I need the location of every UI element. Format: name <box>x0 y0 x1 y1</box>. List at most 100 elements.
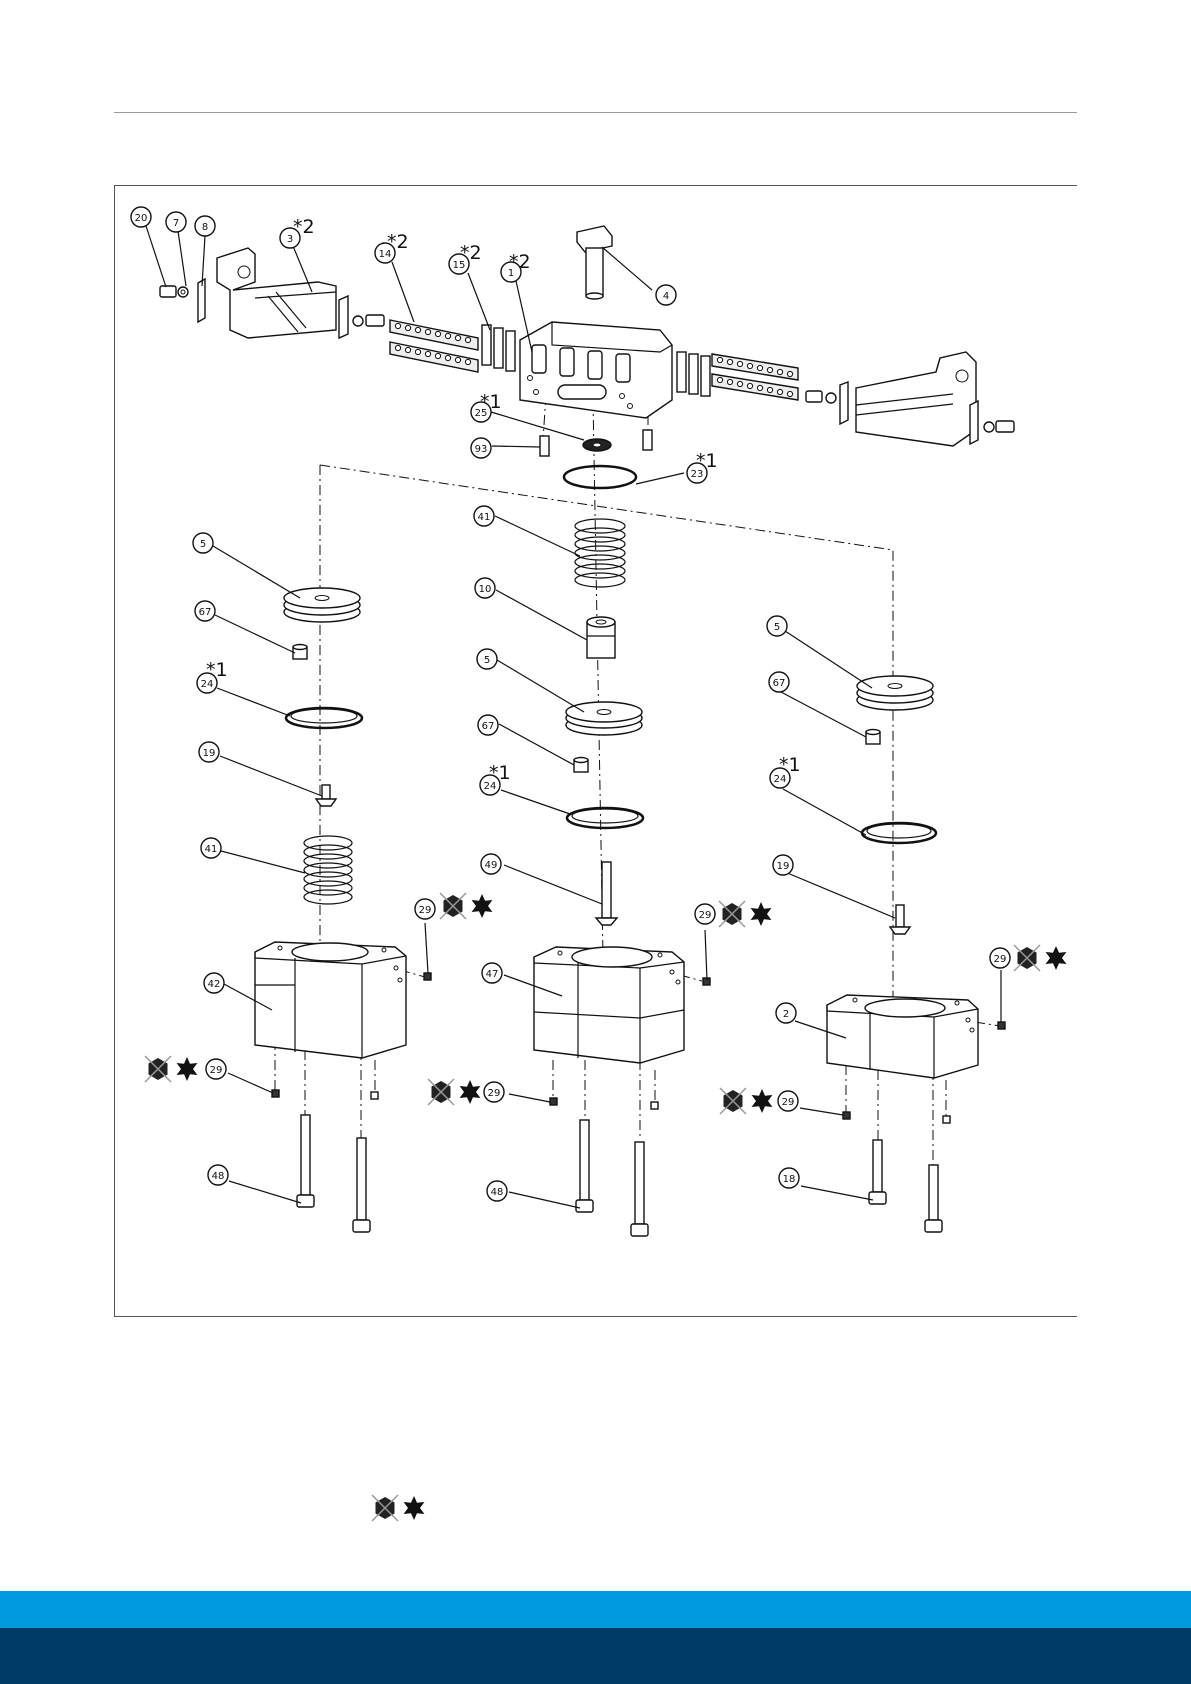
note-star1-seal: *1 <box>480 391 502 413</box>
note-star2-pins: *2 <box>460 242 482 264</box>
piston-rod-4 <box>577 226 612 299</box>
balloon-18: 18 <box>779 1168 799 1188</box>
svg-text:67: 67 <box>482 721 495 732</box>
svg-text:20: 20 <box>135 213 148 224</box>
balloon-41-left: 41 <box>201 838 221 858</box>
hex-wrench-icon <box>145 1056 171 1082</box>
cylinder-body-2 <box>827 995 978 1078</box>
balloon-19-left: 19 <box>199 742 219 762</box>
balloon-93: 93 <box>471 438 491 458</box>
balloon-48-center: 48 <box>487 1181 507 1201</box>
torx-icon <box>1046 946 1067 970</box>
left-gripper-inserts <box>390 320 478 372</box>
screws-48-left <box>297 1115 370 1232</box>
balloon-41-center: 41 <box>474 506 494 526</box>
svg-text:67: 67 <box>199 607 212 618</box>
svg-text:5: 5 <box>200 539 206 550</box>
o-ring-24-right <box>862 823 936 843</box>
svg-text:93: 93 <box>475 444 488 455</box>
cylinder-body-42 <box>255 942 406 1058</box>
spring-41-left <box>304 836 352 904</box>
svg-text:4: 4 <box>663 291 669 302</box>
svg-text:41: 41 <box>205 844 218 855</box>
hex-wrench-icon <box>440 893 466 919</box>
bushing-10 <box>587 617 615 658</box>
balloon-8: 8 <box>195 216 215 236</box>
cap-67-left <box>293 645 307 660</box>
hex-wrench-icon <box>720 1088 746 1114</box>
balloon-7: 7 <box>166 212 186 232</box>
balloon-10: 10 <box>475 578 495 598</box>
balloon-20: 20 <box>131 207 151 227</box>
balloon-67-right: 67 <box>769 672 789 692</box>
note-star2-housing: *2 <box>509 251 531 273</box>
piston-5-left <box>284 588 360 622</box>
cap-67-center <box>574 758 588 773</box>
note-star1-oring: *1 <box>696 450 718 472</box>
note-star2-inserts: *2 <box>387 231 409 253</box>
svg-text:29: 29 <box>488 1088 501 1099</box>
balloon-29-left-side: 29 <box>415 899 435 919</box>
screw-19-left <box>316 785 336 806</box>
left-pins <box>482 325 515 371</box>
balloon-5-left: 5 <box>193 533 213 553</box>
right-gripper-inserts <box>712 354 798 400</box>
note-star1-right: *1 <box>779 754 801 776</box>
o-ring-24-center <box>567 808 643 828</box>
screw-49 <box>596 862 617 925</box>
spring-41-center <box>575 519 625 587</box>
base-housing <box>520 322 672 418</box>
svg-text:42: 42 <box>208 979 221 990</box>
balloon-67-left: 67 <box>195 601 215 621</box>
hex-wrench-icon <box>719 901 745 927</box>
o-ring-23 <box>564 466 636 488</box>
svg-text:5: 5 <box>774 622 780 633</box>
hex-wrench-icon <box>1014 945 1040 971</box>
screws-48-center <box>576 1120 648 1236</box>
torx-icon <box>460 1080 481 1104</box>
svg-text:8: 8 <box>202 222 208 233</box>
balloon-19-right: 19 <box>773 855 793 875</box>
svg-text:49: 49 <box>485 860 498 871</box>
svg-text:10: 10 <box>479 584 492 595</box>
note-star1-center: *1 <box>489 762 511 784</box>
piston-5-center <box>566 702 642 735</box>
hex-wrench-icon <box>428 1079 454 1105</box>
balloon-4: 4 <box>656 285 676 305</box>
torx-icon <box>404 1496 425 1520</box>
torx-icon <box>751 902 772 926</box>
footer-band-dark <box>0 1628 1191 1684</box>
balloon-5-right: 5 <box>767 616 787 636</box>
balloon-29-left-bottom: 29 <box>206 1059 226 1079</box>
svg-text:29: 29 <box>419 905 432 916</box>
o-ring-24-left <box>286 708 362 728</box>
svg-text:29: 29 <box>210 1065 223 1076</box>
screws-18-right <box>869 1140 942 1232</box>
cap-67-right <box>866 730 880 745</box>
svg-text:2: 2 <box>783 1009 789 1020</box>
right-pins <box>677 352 710 396</box>
pin-93 <box>540 436 549 456</box>
left-jaw-assembly <box>160 248 384 338</box>
svg-text:5: 5 <box>484 655 490 666</box>
balloon-29-right-bottom: 29 <box>778 1091 798 1111</box>
balloon-42: 42 <box>204 973 224 993</box>
svg-text:29: 29 <box>782 1097 795 1108</box>
balloon-47: 47 <box>482 963 502 983</box>
balloon-2: 2 <box>776 1003 796 1023</box>
svg-text:7: 7 <box>173 218 179 229</box>
torx-icon <box>752 1089 773 1113</box>
torx-icon <box>177 1057 198 1081</box>
balloon-67-center: 67 <box>478 715 498 735</box>
piston-5-right <box>857 676 933 710</box>
balloon-29-right-side: 29 <box>990 948 1010 968</box>
right-jaw-assembly <box>806 352 1014 446</box>
note-star1-left: *1 <box>206 659 228 681</box>
svg-text:19: 19 <box>777 861 790 872</box>
svg-text:48: 48 <box>212 1171 225 1182</box>
footer-band-light <box>0 1591 1191 1628</box>
balloon-29-center-bottom: 29 <box>484 1082 504 1102</box>
balloon-49: 49 <box>481 854 501 874</box>
note-star2-jaw: *2 <box>293 216 315 238</box>
